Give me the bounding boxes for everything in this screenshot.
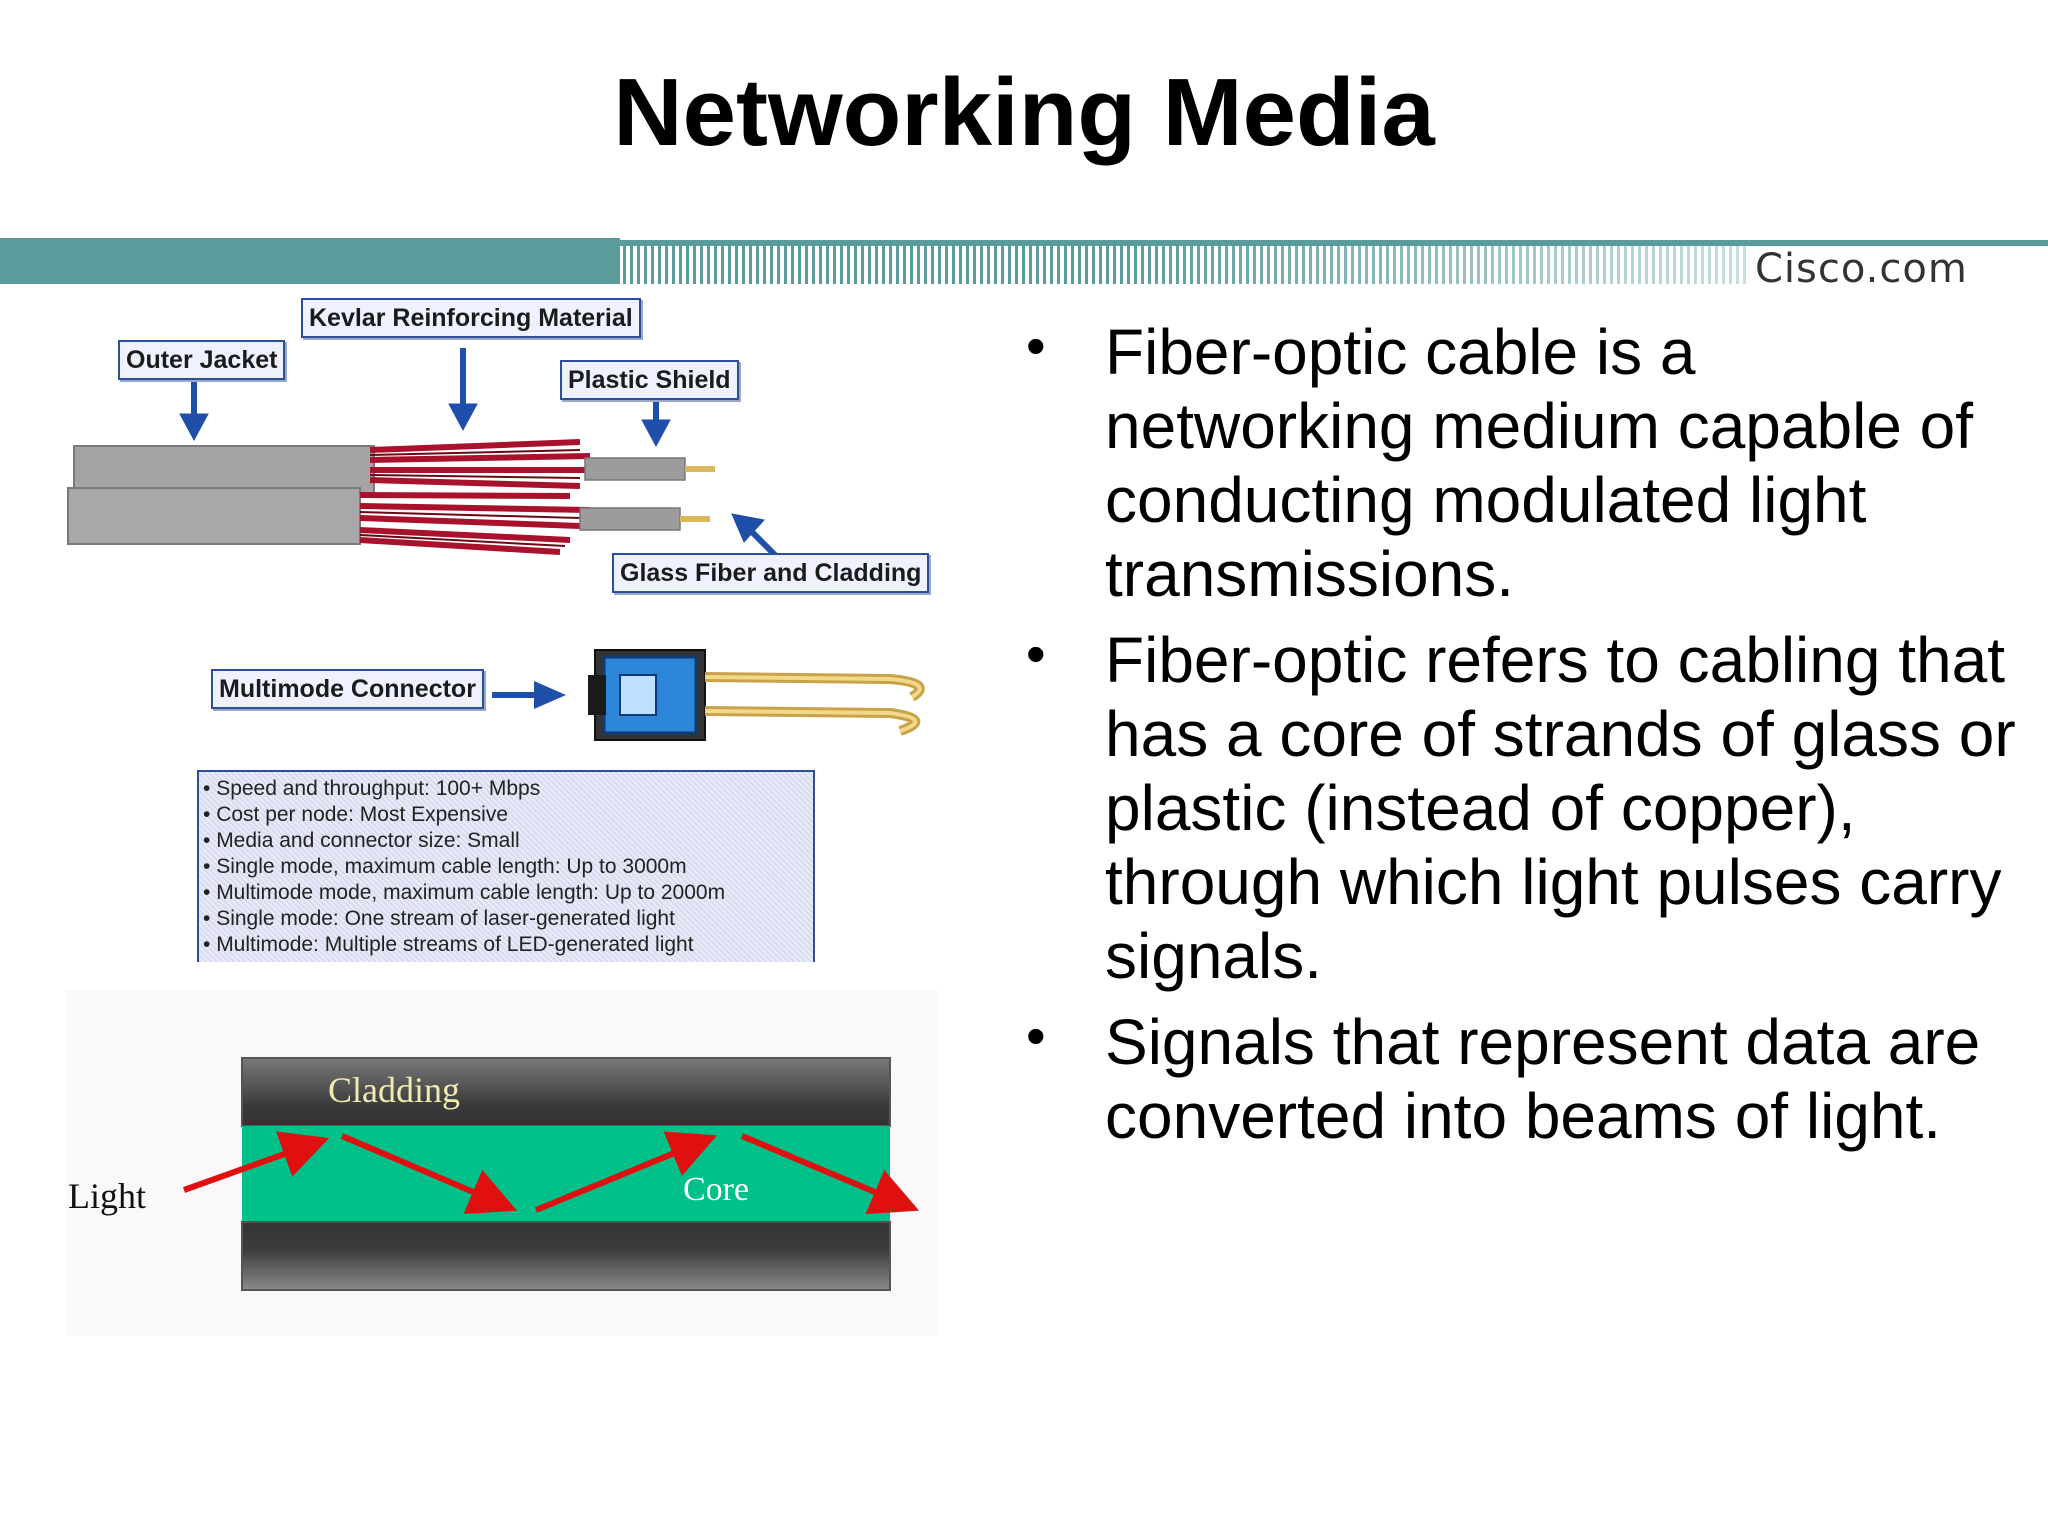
outer-jacket-top xyxy=(73,445,375,495)
spec-line: Multimode: Multiple streams of LED-gener… xyxy=(203,932,813,958)
spec-line: Media and connector size: Small xyxy=(203,828,813,854)
header-bar xyxy=(0,238,2048,284)
cladding-top xyxy=(241,1057,891,1127)
cladding-label: Cladding xyxy=(328,1070,460,1110)
label-kevlar: Kevlar Reinforcing Material xyxy=(301,298,641,338)
plastic-shield-bottom xyxy=(579,507,681,531)
bullet-item: Fiber-optic refers to cabling that has a… xyxy=(1020,617,2020,993)
light-label: Light xyxy=(68,1176,146,1216)
slide-title: Networking Media xyxy=(613,59,1435,166)
core xyxy=(242,1126,890,1222)
spec-line: Single mode: One stream of laser-generat… xyxy=(203,906,813,932)
light-ray xyxy=(182,1131,920,1215)
multimode-connector-illustration xyxy=(492,649,925,741)
bullet-item: Fiber-optic cable is a networking medium… xyxy=(1020,309,2020,611)
cisco-brand-logo: Cisco.com xyxy=(1755,246,1968,292)
label-outer-jacket: Outer Jacket xyxy=(118,340,286,380)
fiber-core-cladding-diagram: Cladding Core Light xyxy=(66,990,938,1336)
label-plastic-shield: Plastic Shield xyxy=(560,360,739,400)
fiber-specs-box: Speed and throughput: 100+ Mbps Cost per… xyxy=(197,770,815,962)
outer-jacket-bottom xyxy=(67,487,361,545)
label-multimode-connector: Multimode Connector xyxy=(211,669,484,709)
spec-line: Cost per node: Most Expensive xyxy=(203,802,813,828)
spec-line: Speed and throughput: 100+ Mbps xyxy=(203,776,813,802)
plastic-shield-top xyxy=(584,457,686,481)
bullet-item: Signals that represent data are converte… xyxy=(1020,999,2020,1153)
connector-arrow-head xyxy=(534,681,566,709)
spec-line: Single mode, maximum cable length: Up to… xyxy=(203,854,813,880)
core-label: Core xyxy=(683,1171,749,1208)
connector-arrow-shaft xyxy=(492,692,538,698)
fiber-cable-illustration xyxy=(67,348,783,563)
label-glass-fiber: Glass Fiber and Cladding xyxy=(612,553,930,593)
kevlar-strands xyxy=(359,439,591,555)
cladding-bottom xyxy=(241,1221,891,1291)
spec-line: Multimode mode, maximum cable length: Up… xyxy=(203,880,813,906)
bullet-list: Fiber-optic cable is a networking medium… xyxy=(1020,309,2020,1165)
